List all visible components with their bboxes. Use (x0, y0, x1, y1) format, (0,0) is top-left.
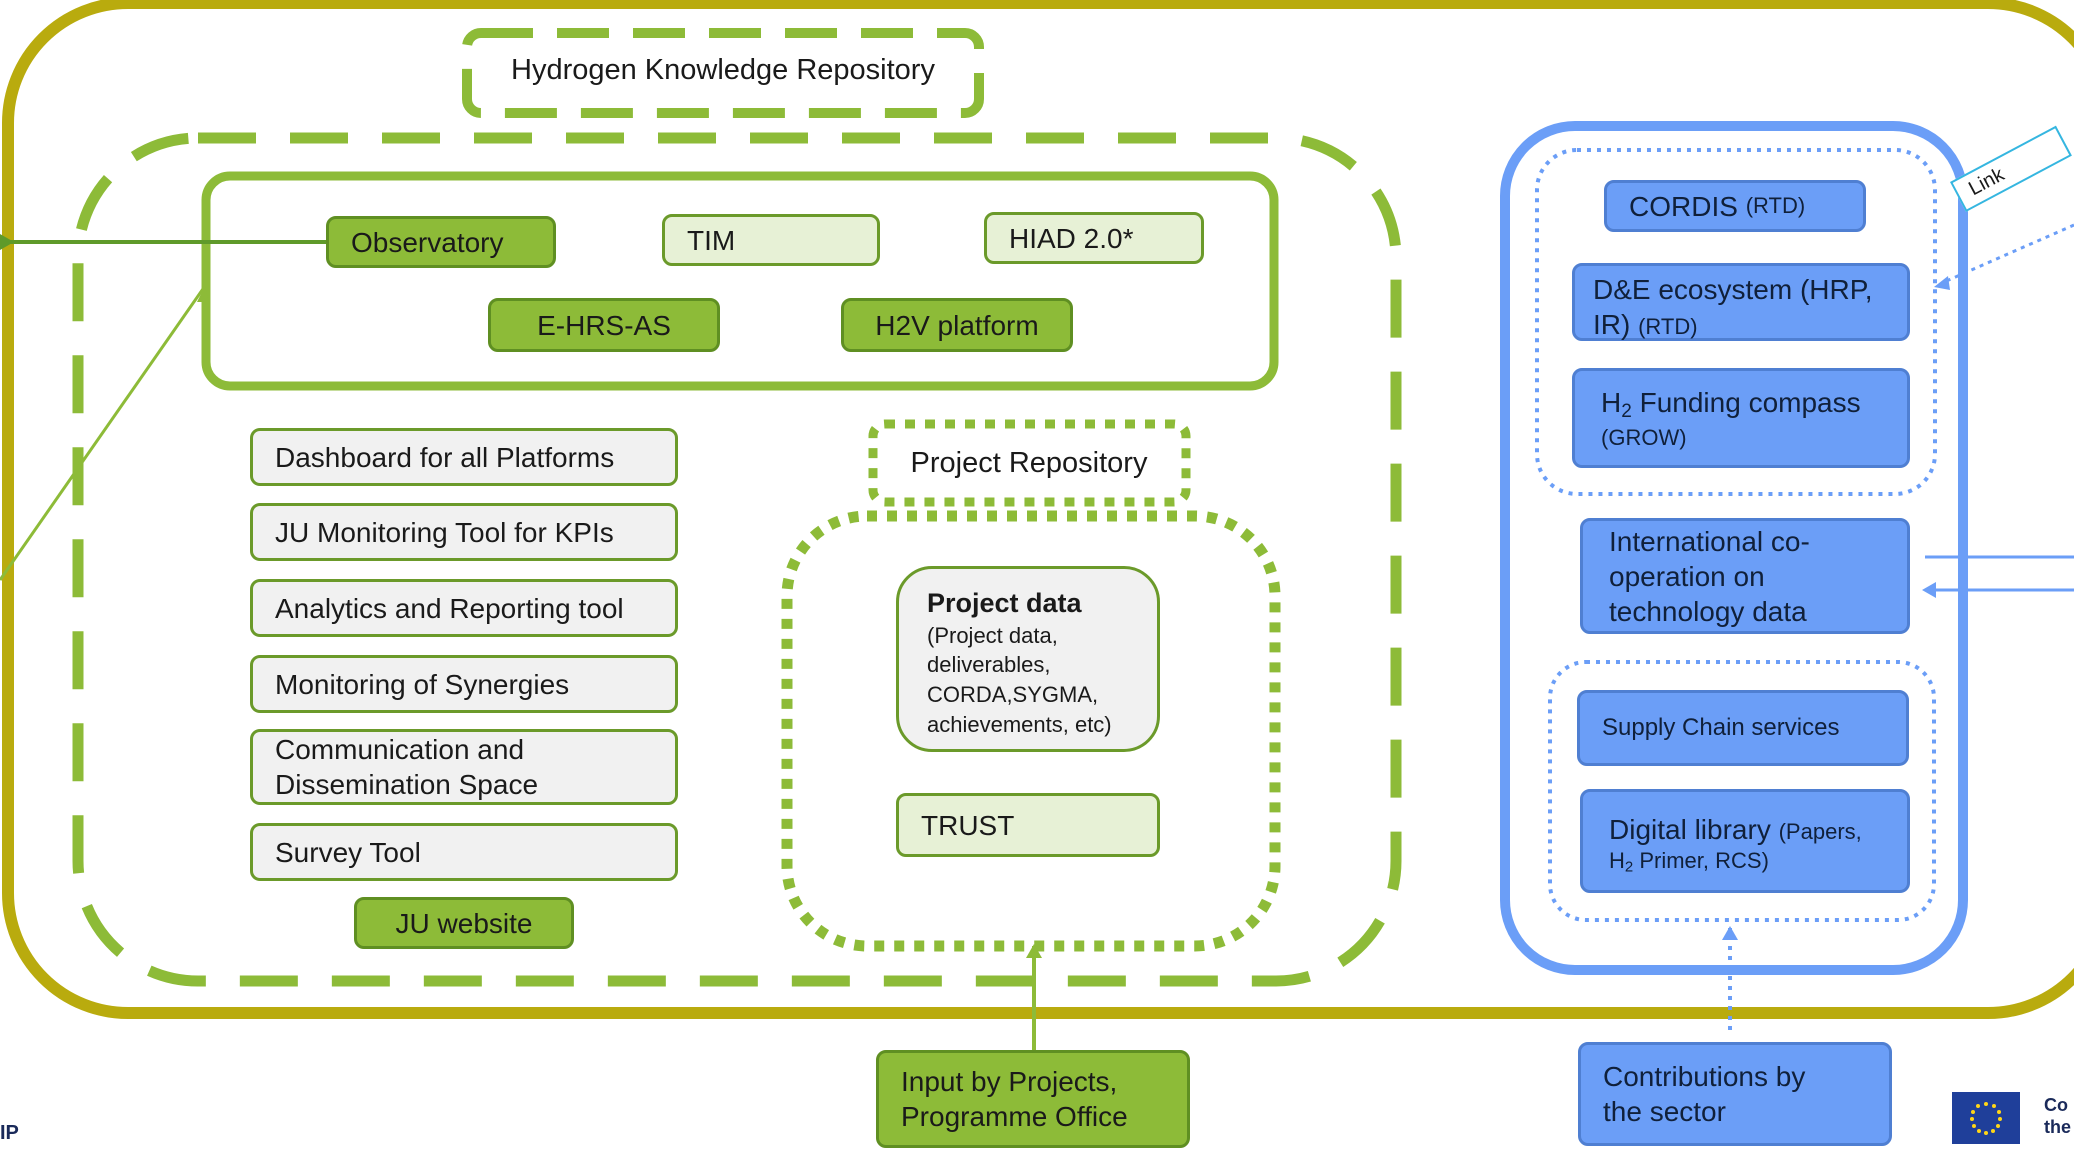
outer-container (2, 0, 2074, 1019)
funding-sub: 2 (1621, 400, 1632, 422)
project-repository-title: Project Repository (910, 446, 1148, 479)
funding-label: Funding compass (1639, 387, 1861, 418)
observatory-arrowhead (0, 234, 14, 250)
funding-compass-node[interactable]: H2 Funding compass (GROW) (1572, 368, 1910, 468)
hiad-node[interactable]: HIAD 2.0* (984, 212, 1204, 264)
e-hrs-as-node[interactable]: E-HRS-AS (488, 298, 720, 352)
cordis-node[interactable]: CORDIS (RTD) (1604, 180, 1866, 232)
digital-library-label: Digital library (1609, 814, 1771, 845)
funding-tag: (GROW) (1601, 424, 1687, 450)
international-in-arrowhead (1922, 582, 1936, 598)
digital-library-detail-a: (Papers, (1778, 819, 1862, 844)
trust-node[interactable]: TRUST (896, 793, 1160, 857)
platforms-frame (201, 171, 1279, 391)
eu-flag-icon (1952, 1092, 2020, 1144)
h2v-platform-node[interactable]: H2V platform (841, 298, 1073, 352)
international-node[interactable]: International co-operation on technology… (1580, 518, 1910, 634)
project-data-title: Project data (927, 588, 1082, 618)
tool-analytics[interactable]: Analytics and Reporting tool (250, 579, 678, 637)
platforms-diagonal-line (0, 285, 207, 581)
cordis-tag: (RTD) (1745, 193, 1806, 219)
observatory-node[interactable]: Observatory (326, 216, 556, 268)
platforms-diagonal-arrowhead (197, 286, 209, 302)
ju-website-node[interactable]: JU website (354, 897, 574, 949)
eu-logo-text: Co the (2044, 1095, 2071, 1137)
cordis-label: CORDIS (1629, 190, 1738, 222)
rtd-dotted-group (1535, 148, 1937, 496)
input-projects-node[interactable]: Input by Projects, Programme Office (876, 1050, 1190, 1148)
link-line (1943, 223, 2074, 284)
link-arrowhead (1934, 276, 1950, 290)
de-ecosystem-label: D&E ecosystem (HRP, IR) (1593, 274, 1873, 340)
funding-h: H (1601, 387, 1622, 418)
knowledge-repository-boundary (72, 132, 1402, 987)
tim-node[interactable]: TIM (662, 214, 880, 266)
footer-left-logo-text: IP (0, 1122, 19, 1144)
de-ecosystem-node[interactable]: D&E ecosystem (HRP, IR) (RTD) (1572, 263, 1910, 341)
sector-dotted-group (1548, 660, 1936, 922)
supply-chain-node[interactable]: Supply Chain services (1577, 690, 1909, 766)
tool-dashboard[interactable]: Dashboard for all Platforms (250, 428, 678, 486)
contributions-arrowhead (1722, 926, 1738, 940)
digital-library-node[interactable]: Digital library (Papers, H2 Primer, RCS) (1580, 789, 1910, 893)
project-repository-title-frame (868, 419, 1191, 507)
input-projects-arrowhead (1026, 944, 1042, 958)
title-dashed-frame (462, 28, 984, 118)
project-data-detail: (Project data, deliverables, CORDA,SYGMA… (927, 622, 1112, 737)
repository-title: Hydrogen Knowledge Repository (511, 53, 935, 86)
contributions-node[interactable]: Contributions by the sector (1578, 1042, 1892, 1146)
digital-library-h: H (1609, 848, 1625, 873)
de-ecosystem-tag: (RTD) (1638, 314, 1698, 339)
tool-ju-monitoring[interactable]: JU Monitoring Tool for KPIs (250, 503, 678, 561)
tool-synergies[interactable]: Monitoring of Synergies (250, 655, 678, 713)
digital-library-detail-b: Primer, RCS) (1639, 848, 1769, 873)
tool-survey[interactable]: Survey Tool (250, 823, 678, 881)
tool-communication[interactable]: Communication and Dissemination Space (250, 729, 678, 805)
project-data-node[interactable]: Project data (Project data, deliverables… (896, 566, 1160, 752)
digital-library-sub: 2 (1624, 858, 1634, 876)
